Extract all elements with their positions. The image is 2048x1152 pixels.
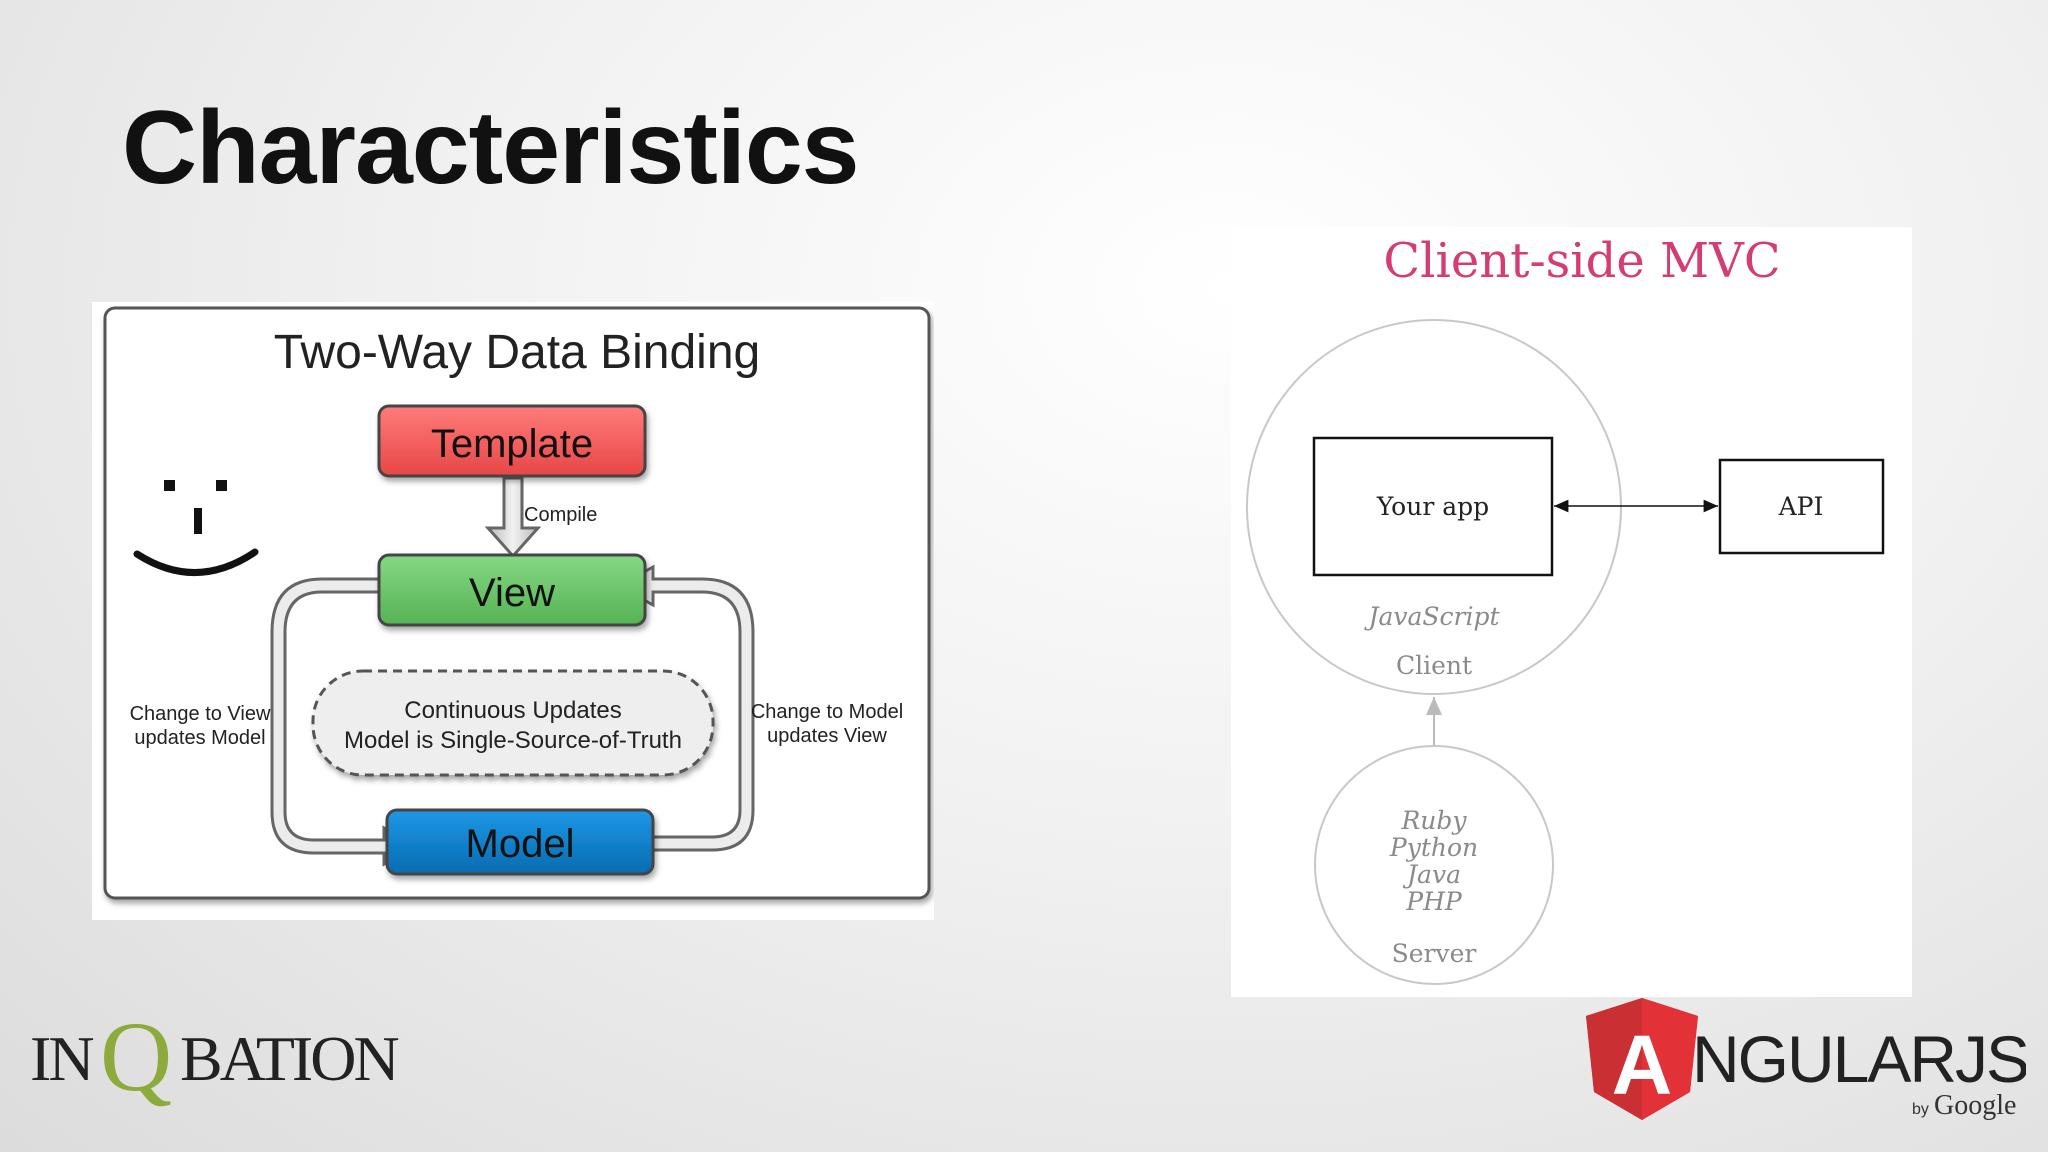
server-lang-ruby: Ruby (1400, 806, 1467, 835)
view-box: View (377, 553, 647, 627)
right-caption-line1: Change to Model (751, 701, 903, 723)
server-lang-php: PHP (1405, 887, 1463, 916)
left-caption-line1: Change to View (130, 703, 271, 725)
server-label: Server (1392, 939, 1477, 968)
smiley-icon (133, 480, 259, 576)
your-app-label: Your app (1376, 492, 1489, 521)
inqbation-logo-in: IN (30, 1023, 93, 1094)
two-way-title: Two-Way Data Binding (274, 326, 760, 379)
right-caption-line2: updates View (767, 725, 887, 747)
model-label: Model (466, 822, 575, 866)
template-box: Template (377, 404, 647, 478)
angular-shield-icon (1586, 998, 1698, 1120)
angular-shield-letter: A (1612, 1018, 1673, 1112)
angular-by-label: by (1912, 1101, 1929, 1118)
client-label: Client (1396, 651, 1472, 680)
angular-google-label: Google (1934, 1090, 2016, 1121)
two-way-binding-diagram: Two-Way Data Binding Compile Template Vi… (92, 302, 934, 920)
left-loop-arrow (270, 577, 420, 867)
continuous-updates-bubble: Continuous Updates Model is Single-Sourc… (311, 669, 715, 777)
inqbation-logo-q: Q (100, 1001, 172, 1112)
compile-label: Compile (524, 504, 597, 526)
model-box: Model (385, 808, 655, 876)
continuous-updates-line2: Model is Single-Source-of-Truth (344, 727, 682, 754)
inqbation-logo: IN Q BATION (30, 1000, 440, 1120)
view-label: View (469, 571, 555, 615)
mvc-title: Client-side MVC (1383, 233, 1780, 289)
api-label: API (1778, 492, 1824, 521)
angularjs-logo: A NGULARJS by Google (1576, 996, 2030, 1124)
angular-wordmark: NGULARJS (1692, 1022, 2026, 1096)
template-label: Template (431, 422, 593, 466)
client-language: JavaScript (1363, 602, 1500, 631)
continuous-updates-line1: Continuous Updates (404, 697, 621, 724)
server-lang-java: Java (1402, 860, 1461, 889)
server-circle (1314, 745, 1554, 985)
your-app-box: Your app (1312, 436, 1554, 577)
compile-arrow (484, 476, 542, 559)
server-lang-python: Python (1389, 833, 1478, 862)
api-box: API (1718, 458, 1885, 555)
slide-title: Characteristics (122, 90, 860, 206)
inqbation-logo-bation: BATION (180, 1023, 398, 1094)
client-side-mvc-diagram: Client-side MVC Your app API JavaScript … (1231, 227, 1912, 997)
left-caption-line2: updates Model (134, 727, 265, 749)
